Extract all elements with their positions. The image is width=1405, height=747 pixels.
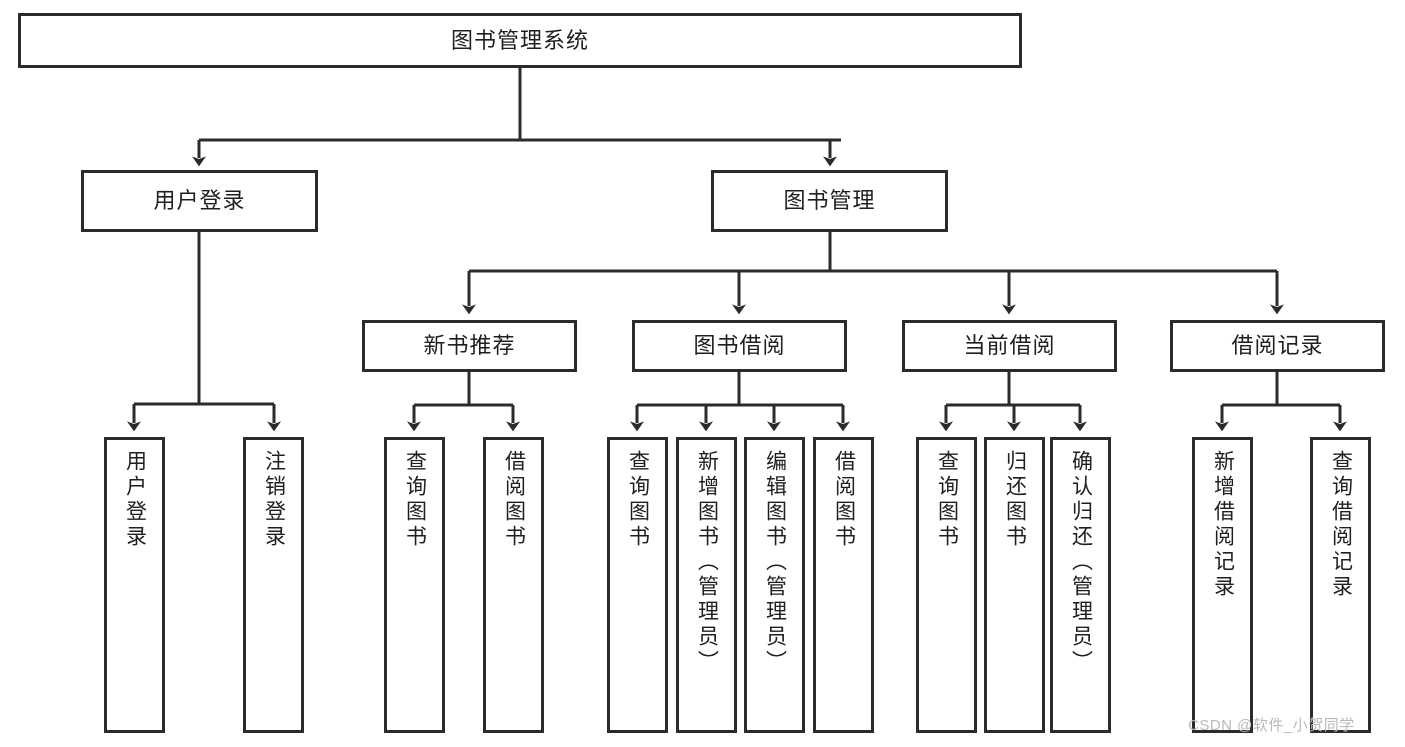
leaf-query-book-2[interactable]: 查询图书: [607, 437, 668, 733]
leaf-borrow-book-1[interactable]: 借阅图书: [483, 437, 544, 733]
leaf-query-book-1[interactable]: 查询图书: [384, 437, 445, 733]
leaf-query-book-1-label: 查询图书: [403, 450, 427, 550]
node-borrow-record[interactable]: 借阅记录: [1170, 320, 1385, 372]
node-new-book-recommend[interactable]: 新书推荐: [362, 320, 577, 372]
leaf-query-book-3[interactable]: 查询图书: [916, 437, 977, 733]
node-book-management[interactable]: 图书管理: [711, 170, 948, 232]
csdn-watermark: CSDN @软件_小贺同学: [1188, 717, 1355, 734]
leaf-return-book-label: 归还图书: [1003, 450, 1027, 550]
leaf-query-borrow-record-label: 查询借阅记录: [1329, 450, 1353, 600]
node-user-login-label: 用户登录: [153, 188, 246, 214]
leaf-user-login-label: 用户登录: [123, 450, 147, 550]
node-borrow-record-label: 借阅记录: [1231, 333, 1324, 359]
node-user-login[interactable]: 用户登录: [81, 170, 318, 232]
node-book-management-label: 图书管理: [783, 188, 876, 214]
node-current-borrow-label: 当前借阅: [963, 333, 1056, 359]
leaf-query-borrow-record[interactable]: 查询借阅记录: [1310, 437, 1371, 733]
leaf-query-book-2-label: 查询图书: [626, 450, 650, 550]
node-book-borrow[interactable]: 图书借阅: [632, 320, 847, 372]
leaf-logout-login-label: 注销登录: [262, 450, 286, 550]
leaf-borrow-book-2[interactable]: 借阅图书: [813, 437, 874, 733]
leaf-user-login[interactable]: 用户登录: [104, 437, 165, 733]
leaf-return-book[interactable]: 归还图书: [984, 437, 1045, 733]
node-root-label: 图书管理系统: [450, 27, 589, 53]
leaf-confirm-return[interactable]: 确认归还（管理员）: [1050, 437, 1111, 733]
node-current-borrow[interactable]: 当前借阅: [902, 320, 1117, 372]
leaf-add-borrow-record[interactable]: 新增借阅记录: [1192, 437, 1253, 733]
leaf-logout-login[interactable]: 注销登录: [243, 437, 304, 733]
leaf-query-book-3-label: 查询图书: [935, 450, 959, 550]
leaf-borrow-book-2-label: 借阅图书: [832, 450, 856, 550]
leaf-borrow-book-1-label: 借阅图书: [502, 450, 526, 550]
leaf-edit-book-label: 编辑图书（管理员）: [763, 450, 787, 675]
leaf-confirm-return-label: 确认归还（管理员）: [1069, 450, 1093, 675]
node-root[interactable]: 图书管理系统: [18, 13, 1022, 68]
leaf-add-book[interactable]: 新增图书（管理员）: [676, 437, 737, 733]
leaf-edit-book[interactable]: 编辑图书（管理员）: [744, 437, 805, 733]
leaf-add-book-label: 新增图书（管理员）: [695, 450, 719, 675]
leaf-add-borrow-record-label: 新增借阅记录: [1211, 450, 1235, 600]
node-book-borrow-label: 图书借阅: [693, 333, 786, 359]
node-new-book-recommend-label: 新书推荐: [423, 333, 516, 359]
